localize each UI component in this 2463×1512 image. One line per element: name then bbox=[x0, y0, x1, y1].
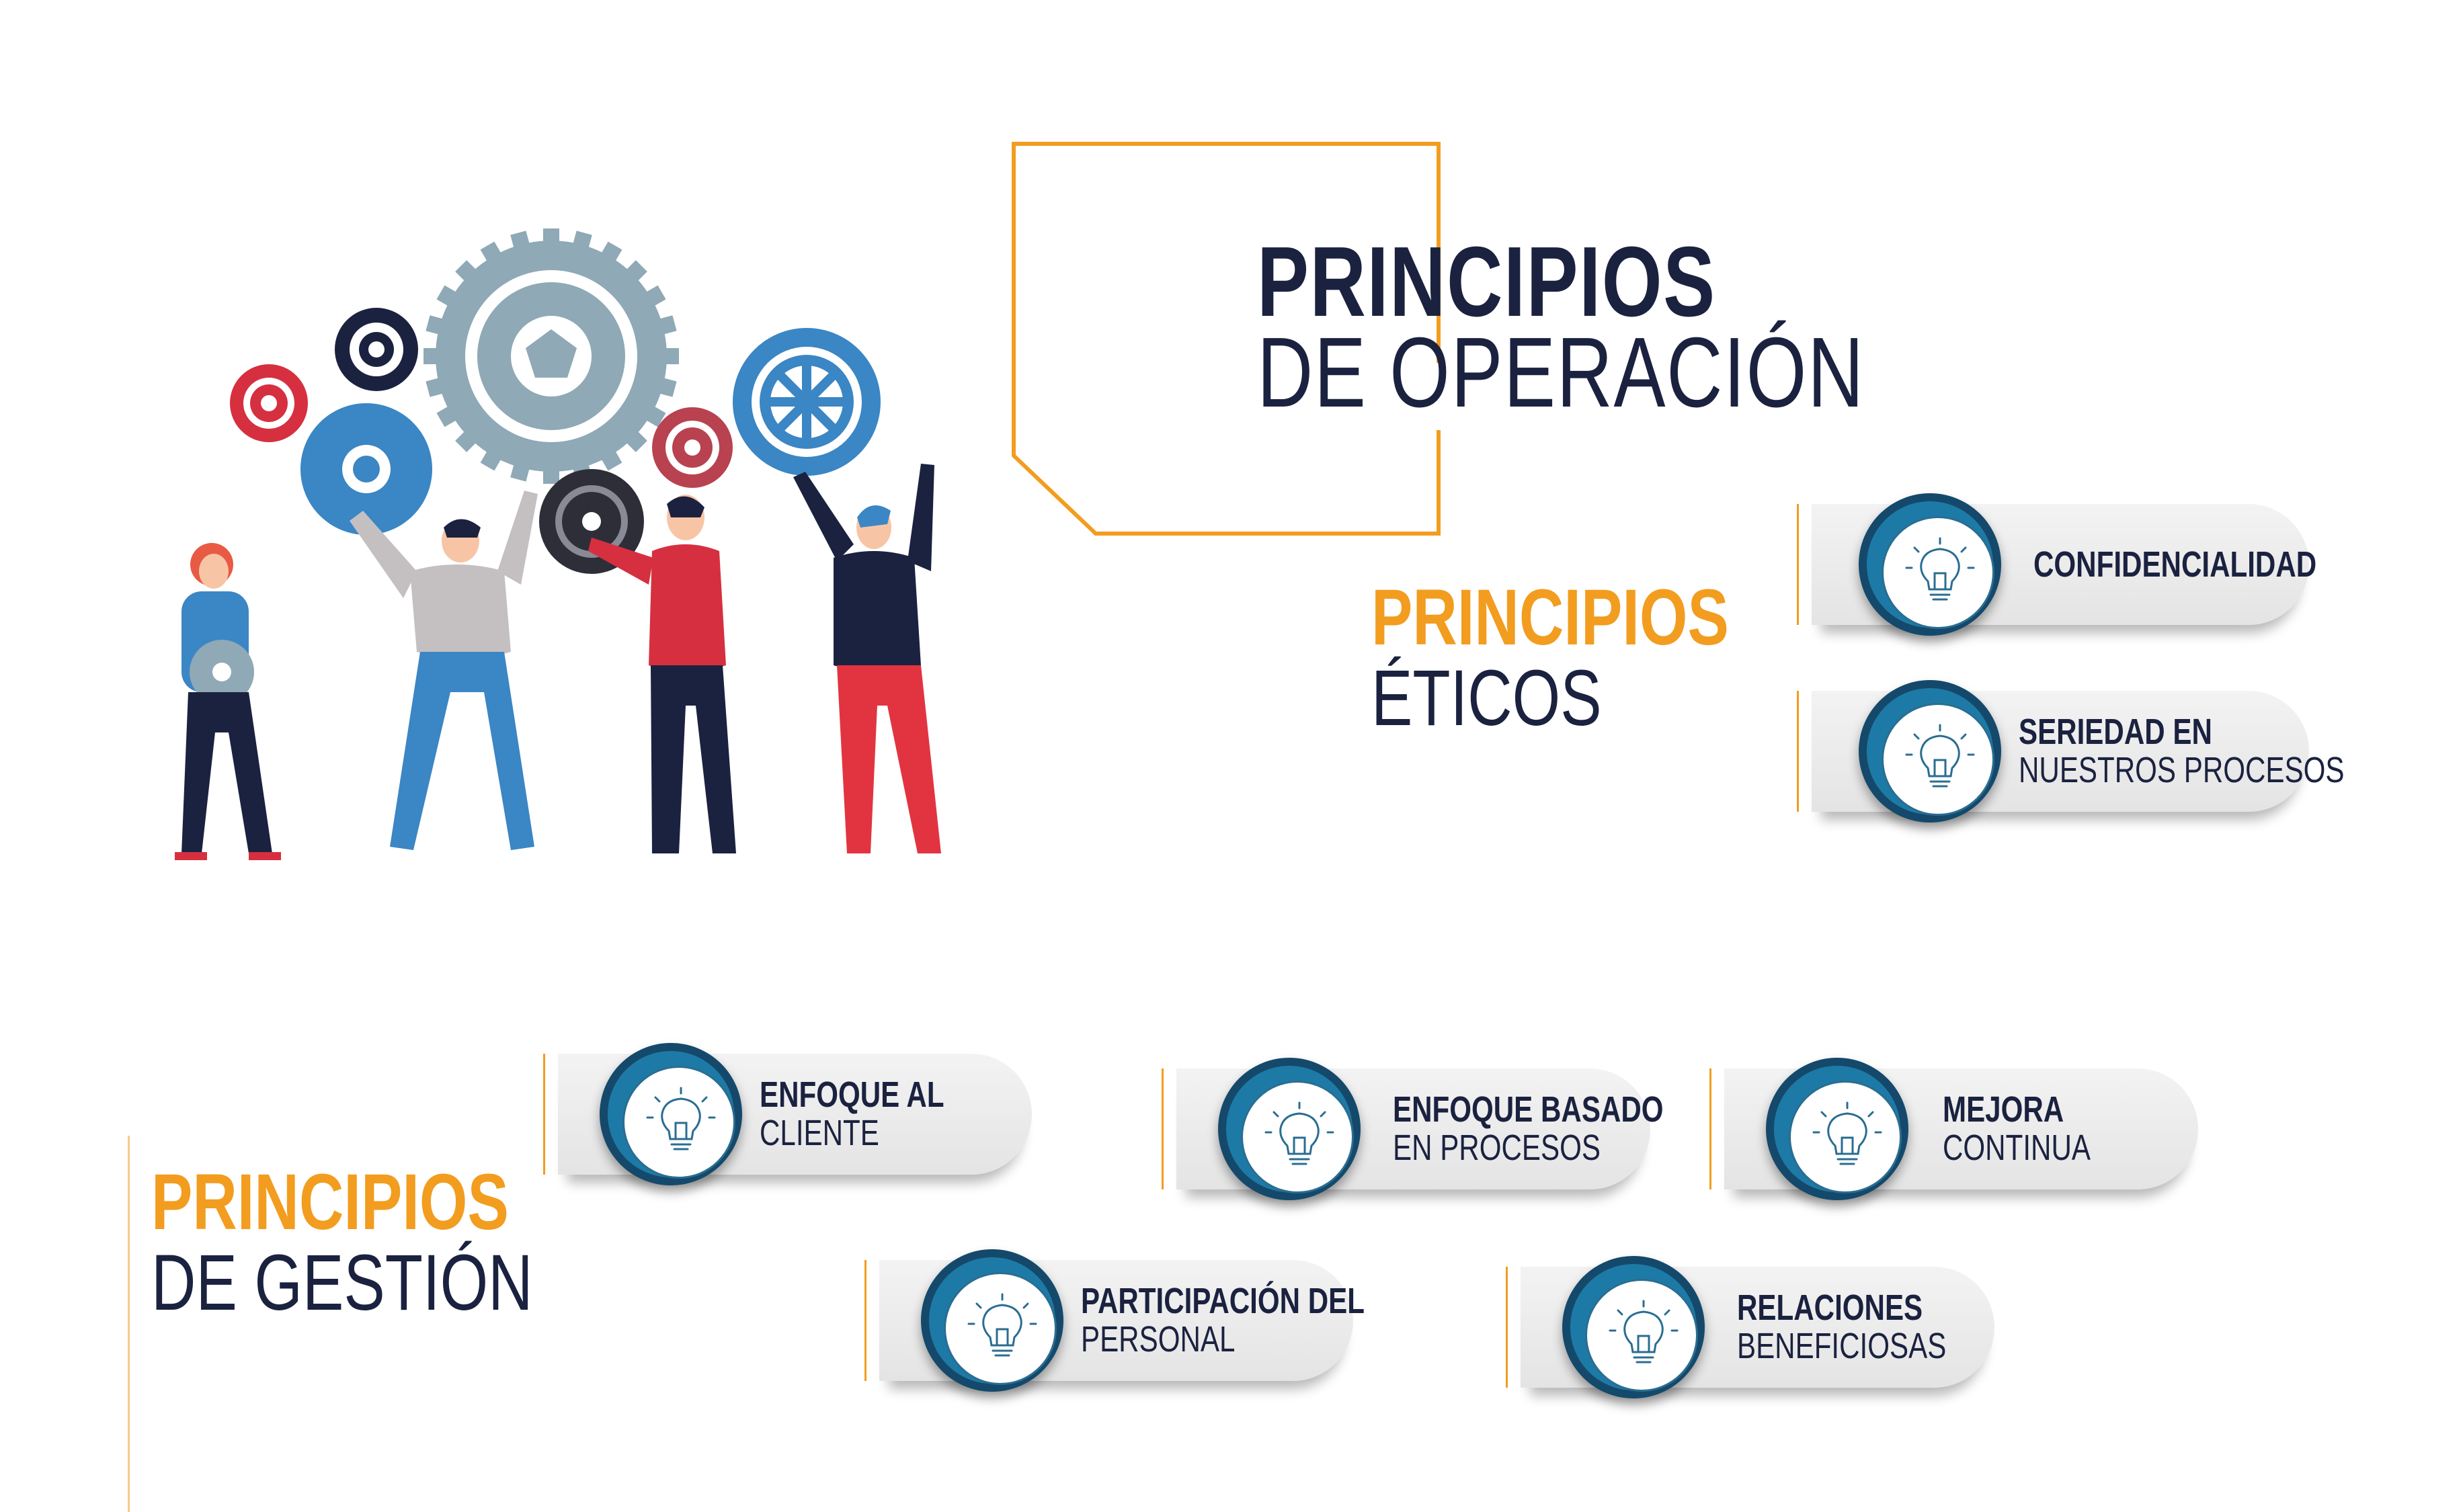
pill-text-bold: CONFIDENCIALIDAD bbox=[2033, 544, 2317, 585]
large-gear-icon bbox=[423, 228, 679, 484]
lightbulb-icon bbox=[1609, 1300, 1679, 1363]
principle-seriedad: SERIEDAD EN NUESTROS PROCESOS bbox=[1797, 680, 2344, 823]
gestion-heading-main: DE GESTIÓN bbox=[151, 1238, 533, 1327]
pill-text: RELACIONES BENEFICIOSAS bbox=[1737, 1267, 2005, 1388]
page-title-line-2: DE OPERACIÓN bbox=[1257, 317, 1865, 428]
navy-gear-icon bbox=[335, 308, 418, 391]
pill-accent-bar bbox=[864, 1260, 866, 1381]
principle-participacion-personal: PARTICIPACIÓN DEL PERSONAL bbox=[864, 1249, 1365, 1392]
blue-gear-icon bbox=[300, 403, 432, 535]
principle-enfoque-procesos: ENFOQUE BASADO EN PROCESOS bbox=[1162, 1058, 1664, 1200]
lightbulb-icon bbox=[967, 1293, 1037, 1357]
dark-gear-icon bbox=[539, 469, 644, 574]
principle-relaciones-beneficiosas: RELACIONES BENEFICIOSAS bbox=[1506, 1256, 1994, 1398]
pill-accent-bar bbox=[1797, 691, 1799, 812]
pill-text: MEJORA CONTINUA bbox=[1943, 1068, 2132, 1189]
lightbulb-icon bbox=[1905, 537, 1975, 601]
pill-text: SERIEDAD EN NUESTROS PROCESOS bbox=[2019, 691, 2436, 812]
gestion-heading-accent: PRINCIPIOS bbox=[151, 1158, 509, 1247]
pill-text: ENFOQUE BASADO EN PROCESOS bbox=[1393, 1068, 1740, 1189]
pill-icon-ring bbox=[1766, 1058, 1908, 1200]
pill-text-light: CLIENTE bbox=[760, 1113, 879, 1153]
eticos-heading-main: ÉTICOS bbox=[1371, 654, 1602, 743]
eticos-heading: PRINCIPIOS ÉTICOS bbox=[1371, 578, 1830, 741]
pill-text-bold: ENFOQUE BASADO bbox=[1393, 1089, 1664, 1130]
pill-icon-ring bbox=[1859, 493, 2001, 636]
pill-accent-bar bbox=[1162, 1068, 1164, 1189]
pill-icon-ring bbox=[1218, 1058, 1361, 1200]
pill-accent-bar bbox=[1506, 1267, 1508, 1388]
eticos-heading-accent: PRINCIPIOS bbox=[1371, 573, 1729, 662]
pill-text: CONFIDENCIALIDAD bbox=[2033, 504, 2396, 625]
page-title-line-1: PRINCIPIOS bbox=[1257, 226, 1716, 337]
pill-accent-bar bbox=[1797, 504, 1799, 625]
pill-accent-bar bbox=[1709, 1068, 1711, 1189]
red-gear-icon bbox=[230, 364, 308, 442]
people-with-gears-illustration bbox=[175, 228, 941, 860]
gestion-divider bbox=[128, 1136, 130, 1512]
pill-text: ENFOQUE AL CLIENTE bbox=[760, 1054, 996, 1175]
title-frame bbox=[1012, 142, 1445, 536]
pill-text-light: BENEFICIOSAS bbox=[1737, 1326, 1947, 1366]
lightbulb-icon bbox=[1264, 1101, 1334, 1165]
pill-text-light: PERSONAL bbox=[1081, 1319, 1236, 1359]
pill-icon-ring bbox=[921, 1249, 1063, 1392]
pill-text-bold: SERIEDAD EN bbox=[2019, 712, 2212, 753]
pill-text-light: EN PROCESOS bbox=[1393, 1128, 1601, 1168]
principle-mejora-continua: MEJORA CONTINUA bbox=[1709, 1058, 2198, 1200]
pill-icon-ring bbox=[600, 1043, 742, 1185]
pill-text-bold: RELACIONES bbox=[1737, 1288, 1923, 1329]
red-gear-icon bbox=[652, 407, 733, 488]
lightbulb-icon bbox=[1905, 724, 1975, 788]
lightbulb-icon bbox=[1812, 1101, 1882, 1165]
blue-gear-icon bbox=[733, 328, 881, 476]
pill-text-bold: MEJORA bbox=[1943, 1089, 2064, 1130]
pill-text-light: CONTINUA bbox=[1943, 1128, 2091, 1168]
person-navy-sweater bbox=[793, 464, 941, 853]
pill-text-bold: ENFOQUE AL bbox=[760, 1075, 944, 1116]
lightbulb-icon bbox=[646, 1087, 716, 1150]
pill-text: PARTICIPACIÓN DEL PERSONAL bbox=[1081, 1260, 1445, 1381]
pill-text-bold: PARTICIPACIÓN DEL bbox=[1081, 1281, 1365, 1322]
pill-icon-ring bbox=[1859, 680, 2001, 823]
pill-accent-bar bbox=[543, 1054, 545, 1175]
gestion-heading: PRINCIPIOS DE GESTIÓN bbox=[151, 1163, 641, 1325]
principle-enfoque-cliente: ENFOQUE AL CLIENTE bbox=[543, 1043, 1032, 1185]
person-red-shirt bbox=[588, 495, 736, 853]
pill-icon-ring bbox=[1562, 1256, 1705, 1398]
pill-text-light: NUESTROS PROCESOS bbox=[2019, 750, 2345, 790]
principle-confidencialidad: CONFIDENCIALIDAD bbox=[1797, 493, 2316, 636]
person-grey-shirt bbox=[350, 491, 538, 850]
person-woman bbox=[175, 543, 281, 860]
